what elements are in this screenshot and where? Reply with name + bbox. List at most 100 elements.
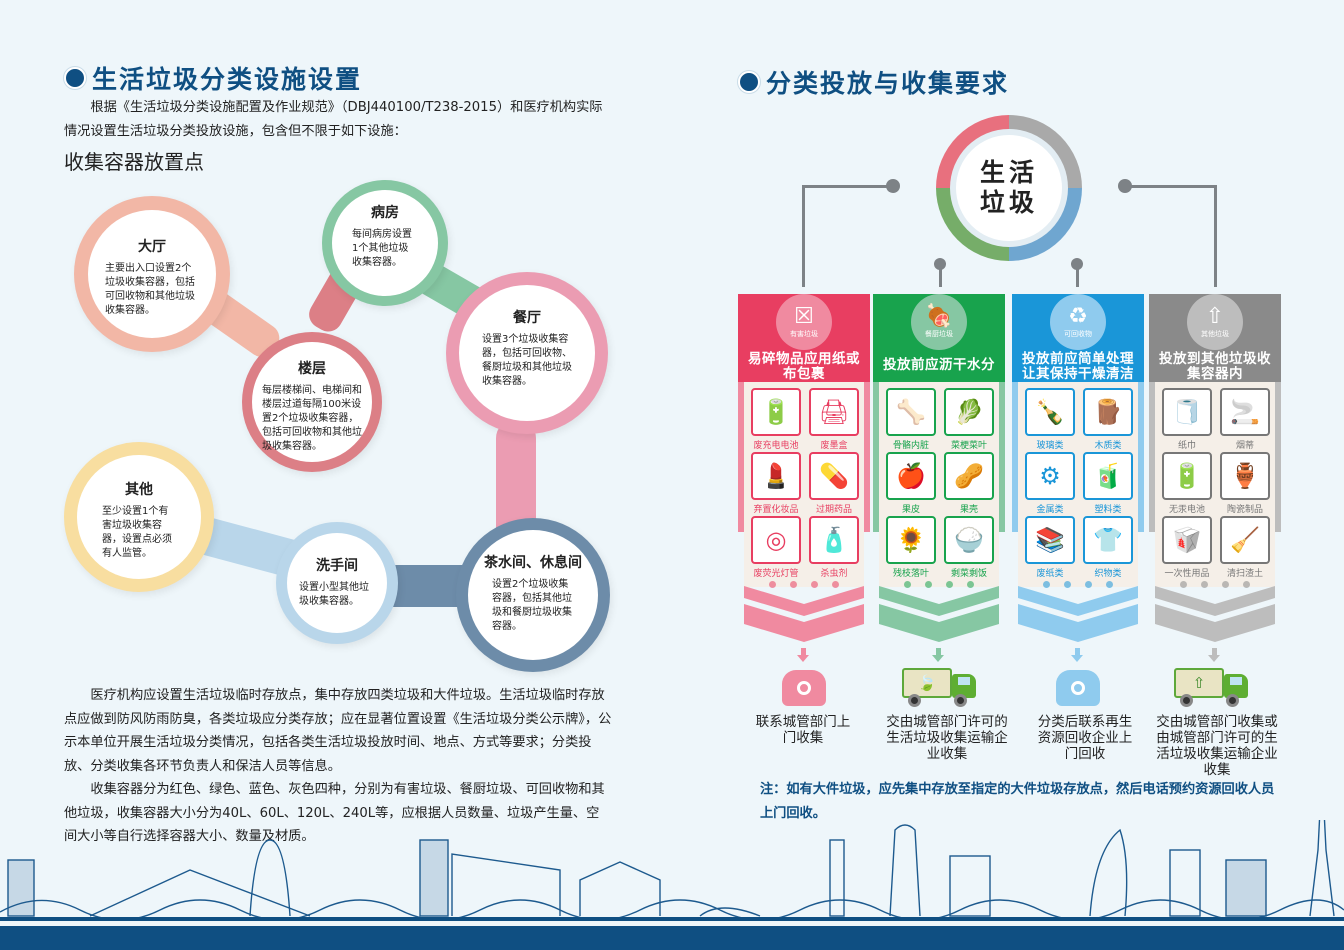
footer-line [0,917,1344,921]
item-metal: ⚙金属类 [1025,452,1075,515]
connector-line [802,185,805,287]
ink-cartridge-icon: 🖨 [809,388,859,436]
battery-icon: 🔋 [751,388,801,436]
item-shells: 🥜果壳 [944,452,994,515]
gear-icon: ⚙ [1025,452,1075,500]
city-skyline-illustration [0,820,1344,918]
spray-can-icon: 🧴 [809,516,859,564]
item-battery: 🔋废充电电池 [751,388,801,451]
arrow-down-icon [932,655,944,662]
bubble-ward: 病房 每间病房设置1个其他垃圾收集容器。 [322,180,448,306]
category-card-harmful: ☒ 有害垃圾 易碎物品应用纸或布包裹 🔋废充电电池 🖨废墨盒 💄弃置化妆品 💊过… [738,286,870,643]
category-card-recyclable: ♻ 可回收物 投放前应简单处理让其保持干燥清洁 🍾玻璃类 🪵木质类 ⚙金属类 🧃… [1012,286,1144,643]
chevron-down-icon [1155,586,1275,642]
connector-dot [1071,258,1083,270]
connector-dot [1118,179,1132,193]
item-medicine: 💊过期药品 [809,452,859,515]
item-plastic: 🧃塑料类 [1083,452,1133,515]
item-battery-nomercury: 🔋无汞电池 [1162,452,1212,515]
action-kitchen: 交由城管部门许可的生活垃圾收集运输企业收集 [886,714,1008,762]
chevron-down-icon [744,586,864,642]
item-disposables: 🥡一次性用品 [1162,516,1212,579]
connector-dot [886,179,900,193]
kitchen-badge-icon: 🍖 餐厨垃圾 [911,294,967,350]
bubble-other: 其他 至少设置1个有害垃圾收集容器，设置点必须有人监管。 [64,442,214,592]
ceramic-icon: 🏺 [1220,452,1270,500]
phone-icon [1056,670,1100,706]
tissue-icon: 🧻 [1162,388,1212,436]
fruit-peel-icon: 🍎 [886,452,936,500]
storage-paragraph: 医疗机构应设置生活垃圾临时存放点，集中存放四类垃圾和大件垃圾。生活垃圾临时存放点… [64,688,612,844]
battery-icon: 🔋 [1162,452,1212,500]
item-bones: 🦴骨骼内脏 [886,388,936,451]
item-wood: 🪵木质类 [1083,388,1133,451]
takeout-box-icon: 🥡 [1162,516,1212,564]
fluorescent-tube-icon: ◎ [751,516,801,564]
subtitle-collection-points: 收集容器放置点 [64,150,204,174]
recycle-badge-icon: ♻ 可回收物 [1050,294,1106,350]
item-tissue: 🧻纸巾 [1162,388,1212,451]
harmful-badge-icon: ☒ 有害垃圾 [776,294,832,350]
item-paper: 📚废纸类 [1025,516,1075,579]
medicine-icon: 💊 [809,452,859,500]
bubble-restroom: 洗手间 设置小型其他垃圾收集容器。 [276,522,398,644]
item-fluorescent: ◎废荧光灯管 [751,516,801,579]
item-textile: 👕织物类 [1083,516,1133,579]
plastic-bottle-icon: 🧃 [1083,452,1133,500]
item-glass: 🍾玻璃类 [1025,388,1075,451]
footer-bar [0,926,1344,950]
bubble-lobby: 大厅 主要出入口设置2个垃圾收集容器，包括可回收物和其他垃圾收集容器。 [74,196,230,352]
section-title-facilities: 生活垃圾分类设施设置 [64,60,362,96]
connector-line [1214,185,1217,287]
arrow-down-icon [1208,655,1220,662]
item-pesticide: 🧴杀虫剂 [809,516,859,579]
item-dust: 🧹清扫渣土 [1220,516,1270,579]
arrow-down-icon [1071,655,1083,662]
plant-icon: 🌻 [886,516,936,564]
other-badge-icon: ⇧ 其他垃圾 [1187,294,1243,350]
action-harmful: 联系城管部门上门收集 [755,714,851,746]
item-vegetables: 🥬菜梗菜叶 [944,388,994,451]
item-cigarette: 🚬烟蒂 [1220,388,1270,451]
category-card-other: ⇧ 其他垃圾 投放到其他垃圾收集容器内 🧻纸巾 🚬烟蒂 🔋无汞电池 🏺陶瓷制品 … [1149,286,1281,643]
truck-icon: ⇧ [1174,668,1250,708]
bullet-icon [738,71,760,93]
item-leaves: 🌻残枝落叶 [886,516,936,579]
connector-dot [934,258,946,270]
category-card-kitchen: 🍖 餐厨垃圾 投放前应沥干水分 🦴骨骼内脏 🥬菜梗菜叶 🍎果皮 🥜果壳 🌻残枝落… [873,286,1005,643]
center-label: 生活 垃圾 [956,135,1062,241]
connector-line [802,185,894,188]
item-peel: 🍎果皮 [886,452,936,515]
bulky-waste-note: 注：如有大件垃圾，应先集中存放至指定的大件垃圾存放点，然后电话预约资源回收人员上… [760,782,1275,821]
action-other: 交由城管部门收集或由城管部门许可的生活垃圾收集运输企业收集 [1156,714,1278,778]
arrow-down-icon [797,655,809,662]
chevron-down-icon [879,586,999,642]
item-cosmetics: 💄弃置化妆品 [751,452,801,515]
connector-line [939,262,942,287]
connector-line [1126,185,1216,188]
cabbage-icon: 🥬 [944,388,994,436]
bubble-canteen: 餐厅 设置3个垃圾收集容器，包括可回收物、餐厨垃圾和其他垃圾收集容器。 [446,272,608,434]
bottle-icon: 🍾 [1025,388,1075,436]
bowl-icon: 🍚 [944,516,994,564]
cosmetics-icon: 💄 [751,452,801,500]
clothing-icon: 👕 [1083,516,1133,564]
action-recyclable: 分类后联系再生资源回收企业上门回收 [1037,714,1133,762]
phone-icon [782,670,826,706]
nut-shell-icon: 🥜 [944,452,994,500]
section-title-requirements: 分类投放与收集要求 [738,64,1009,100]
bullet-icon [64,67,86,89]
broom-icon: 🧹 [1220,516,1270,564]
bone-icon: 🦴 [886,388,936,436]
connector-line [1076,262,1079,287]
bubble-pantry: 茶水间、休息间 设置2个垃圾收集容器，包括其他垃圾和餐厨垃圾收集容器。 [456,518,610,672]
chevron-down-icon [1018,586,1138,642]
truck-icon: 🍃 [902,668,978,708]
intro-paragraph: 根据《生活垃圾分类设施配置及作业规范》（DBJ440100/T238-2015）… [64,100,603,139]
paper-stack-icon: 📚 [1025,516,1075,564]
cigarette-icon: 🚬 [1220,388,1270,436]
wood-icon: 🪵 [1083,388,1133,436]
item-leftovers: 🍚剩菜剩饭 [944,516,994,579]
item-ink-cartridge: 🖨废墨盒 [809,388,859,451]
item-ceramics: 🏺陶瓷制品 [1220,452,1270,515]
